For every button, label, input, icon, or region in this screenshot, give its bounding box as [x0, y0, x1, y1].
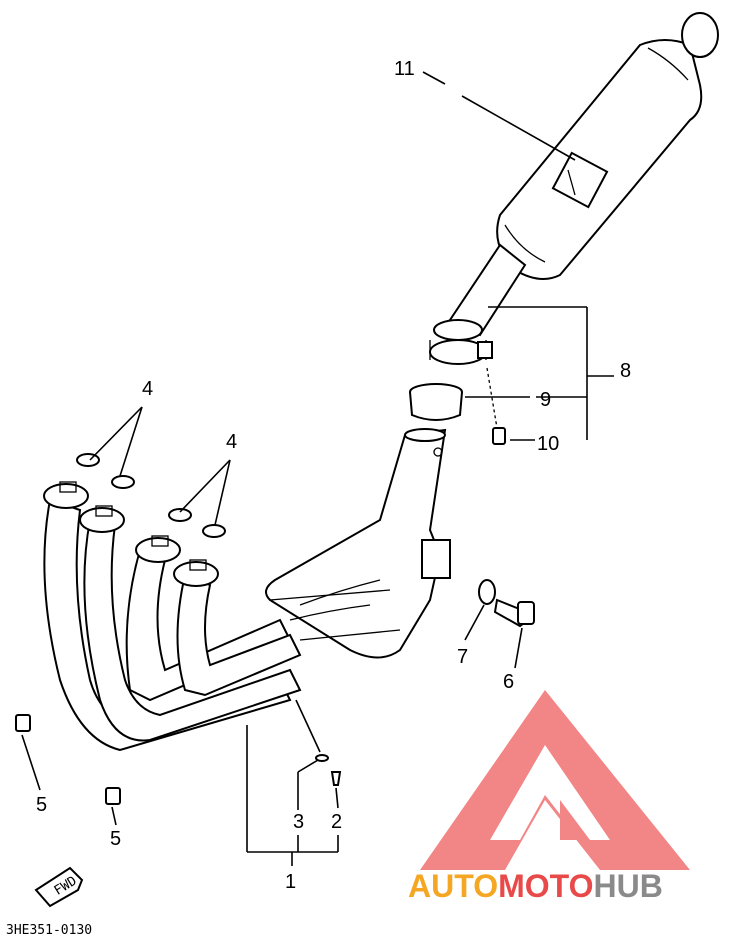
callout-9: 9	[540, 389, 551, 411]
fwd-arrow: FWD	[34, 866, 84, 908]
callout-10: 10	[537, 433, 559, 455]
header-pipes	[43, 498, 401, 752]
watermark-logo-mark	[420, 690, 690, 870]
callout-7: 7	[457, 646, 468, 668]
callout-3: 3	[293, 811, 304, 833]
muffler-clamp	[429, 319, 493, 365]
callout-8: 8	[620, 360, 631, 382]
callout-6: 6	[503, 671, 514, 693]
callout-5a: 5	[36, 794, 47, 816]
leader-lines	[21, 71, 614, 866]
watermark-part-moto: MOTO	[498, 868, 593, 904]
watermark-part-auto: AUTO	[408, 868, 498, 904]
exhaust-collector	[265, 428, 451, 659]
callout-4b: 4	[226, 431, 237, 453]
watermark-part-hub: HUB	[593, 868, 662, 904]
callout-5b: 5	[110, 828, 121, 850]
gasket-ring	[409, 383, 463, 421]
muffler	[496, 12, 719, 280]
small-fasteners	[315, 754, 342, 786]
exhaust-flanges	[43, 481, 219, 587]
clamp-bolt	[486, 367, 506, 445]
callout-4a: 4	[142, 378, 153, 400]
callout-2: 2	[331, 811, 342, 833]
mount-hardware	[478, 579, 535, 628]
port-gaskets	[76, 453, 226, 538]
callout-1: 1	[285, 871, 296, 893]
flange-nuts	[15, 714, 121, 805]
callout-11: 11	[394, 58, 415, 80]
diagram-code: 3HE351-0130	[6, 923, 92, 938]
watermark-text: AUTOMOTOHUB	[408, 868, 663, 904]
